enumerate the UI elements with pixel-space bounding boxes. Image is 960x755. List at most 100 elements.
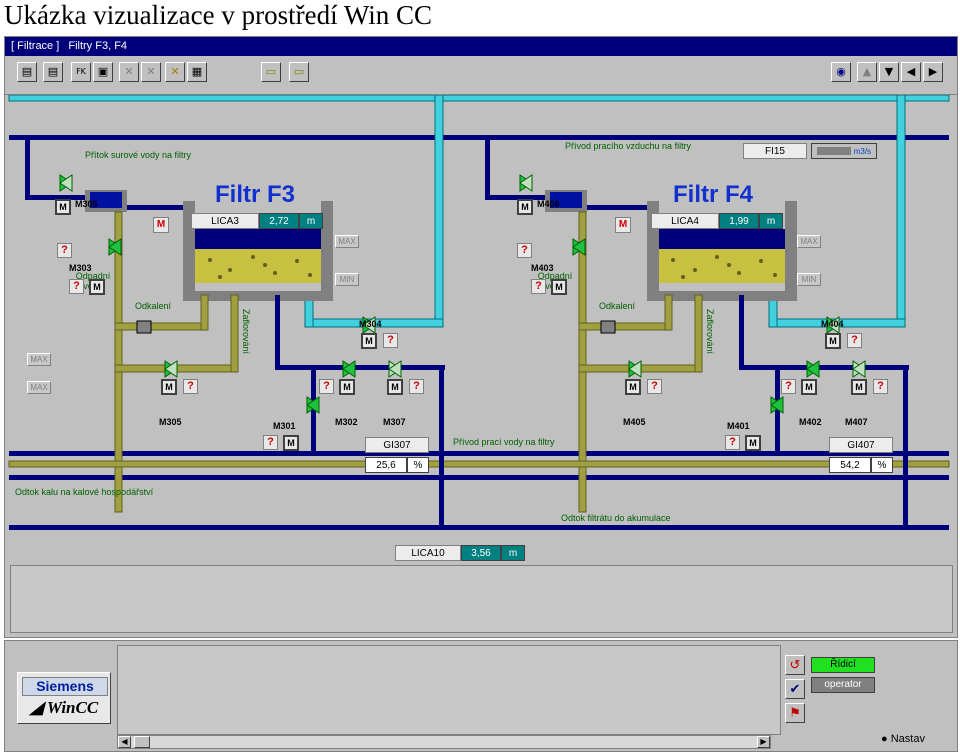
f3-motor-alarm-icon[interactable]: M (153, 217, 169, 233)
lica4-tag: LICA4 (651, 213, 719, 229)
m403-motor-icon[interactable]: M (551, 279, 567, 295)
m305-label: M305 (159, 417, 182, 427)
delete-multi-icon[interactable]: ✕ (141, 62, 161, 82)
clipboard-icon[interactable]: ▣ (93, 62, 113, 82)
report-icon[interactable]: ▤ (17, 62, 37, 82)
radio-icon: ● (881, 733, 888, 745)
m405-motor-icon[interactable]: M (625, 379, 641, 395)
report-icon[interactable]: ▤ (43, 62, 63, 82)
sludge-outflow-label: Odtok kalu na kalové hospodářství (15, 487, 154, 497)
ack-icon[interactable]: ✕ (165, 62, 185, 82)
m307-label: M307 (383, 417, 406, 427)
logout-icon[interactable]: ↺ (785, 655, 805, 675)
m406-label: M406 (537, 199, 560, 209)
m405-unknown-icon[interactable]: ? (647, 379, 662, 394)
f4-max-indicator: MAX (797, 235, 821, 248)
m301-unknown-icon[interactable]: ? (263, 435, 278, 450)
fi15-unit: m3/s (853, 147, 872, 156)
m304-motor-icon[interactable]: M (361, 333, 377, 349)
gi307-value: 25,6 (365, 457, 407, 473)
filter-f3-title: Filtr F3 (215, 181, 296, 208)
flooding-label: Zaflorování (241, 309, 251, 355)
lica3-unit: m (299, 213, 323, 229)
arrow-right-icon[interactable]: ▶ (923, 62, 943, 82)
f4-motor-alarm-icon[interactable]: M (615, 217, 631, 233)
m305-unknown-icon[interactable]: ? (183, 379, 198, 394)
m303-label: M303 (69, 263, 92, 273)
m404-label: M404 (821, 319, 844, 329)
lica10-tag: LICA10 (395, 545, 461, 561)
siemens-logo-text: Siemens (22, 677, 108, 696)
fk-icon[interactable]: FK (71, 62, 91, 82)
m403-unknown-icon[interactable]: ? (531, 279, 546, 294)
check-icon[interactable]: ✔ (785, 679, 805, 699)
m304-label: M304 (359, 319, 382, 329)
flooding-label: Zaflorování (705, 309, 715, 355)
m304-unknown-icon[interactable]: ? (383, 333, 398, 348)
f3-min-indicator: MIN (335, 273, 359, 286)
role-active-button[interactable]: Řídicí (811, 657, 875, 673)
eye-icon[interactable]: ◉ (831, 62, 851, 82)
role-user-button[interactable]: operator (811, 677, 875, 693)
m406-motor-icon[interactable]: M (517, 199, 533, 215)
gi307-unit: % (407, 457, 429, 473)
title-screen: Filtry F3, F4 (68, 40, 128, 52)
horizontal-scrollbar[interactable]: ◀ ▶ (117, 735, 771, 749)
wincc-window: [ Filtrace ] Filtry F3, F4 ▤ ▤ FK ▣ ✕ ✕ … (4, 36, 958, 638)
m306-unknown-icon[interactable]: ? (57, 243, 72, 258)
m407-unknown-icon[interactable]: ? (873, 379, 888, 394)
arrow-left-icon[interactable]: ◀ (901, 62, 921, 82)
m302-motor-icon[interactable]: M (339, 379, 355, 395)
m402-motor-icon[interactable]: M (801, 379, 817, 395)
wash-air-inflow-label: Přívod pracího vzduchu na filtry (565, 141, 692, 151)
gi407-unit: % (871, 457, 893, 473)
arrow-down-icon[interactable]: ▼ (879, 62, 899, 82)
toolbar: ▤ ▤ FK ▣ ✕ ✕ ✕ ▦ ▭ ▭ ◉ ▲ ▼ ◀ ▶ (5, 56, 957, 95)
scroll-left-icon[interactable]: ◀ (118, 736, 131, 748)
arrow-up-icon[interactable]: ▲ (857, 62, 877, 82)
lica3-value: 2,72 (259, 213, 299, 229)
m404-motor-icon[interactable]: M (825, 333, 841, 349)
open-screen-icon[interactable]: ▭ (261, 62, 281, 82)
gi307-tag: GI307 (365, 437, 429, 453)
m401-unknown-icon[interactable]: ? (725, 435, 740, 450)
m303-unknown-icon[interactable]: ? (69, 279, 84, 294)
m305-motor-icon[interactable]: M (161, 379, 177, 395)
title-menu[interactable]: [ Filtrace ] (11, 40, 60, 52)
m407-label: M407 (845, 417, 868, 427)
fi15-bar (816, 147, 851, 156)
m402-label: M402 (799, 417, 822, 427)
m406-unknown-icon[interactable]: ? (517, 243, 532, 258)
lica3-tag: LICA3 (191, 213, 259, 229)
m307-unknown-icon[interactable]: ? (409, 379, 424, 394)
scroll-thumb[interactable] (134, 736, 150, 748)
m303-motor-icon[interactable]: M (89, 279, 105, 295)
alarm-list-icon[interactable]: ⚑ (785, 703, 805, 723)
m402-unknown-icon[interactable]: ? (781, 379, 796, 394)
scroll-right-icon[interactable]: ▶ (757, 736, 770, 748)
m404-unknown-icon[interactable]: ? (847, 333, 862, 348)
f4-min-indicator: MIN (797, 273, 821, 286)
open-screen-icon[interactable]: ▭ (289, 62, 309, 82)
m307-motor-icon[interactable]: M (387, 379, 403, 395)
m306-motor-icon[interactable]: M (55, 199, 71, 215)
fi15-tag: FI15 (743, 143, 807, 159)
m403-label: M403 (531, 263, 554, 273)
m401-motor-icon[interactable]: M (745, 435, 761, 451)
wash-water-inflow-label: Přívod prací vody na filtry (453, 437, 555, 447)
valve-group (59, 174, 866, 414)
m405-label: M405 (623, 417, 646, 427)
screen-icon[interactable]: ▦ (187, 62, 207, 82)
delete-icon[interactable]: ✕ (119, 62, 139, 82)
m302-unknown-icon[interactable]: ? (319, 379, 334, 394)
wincc-logo-text: ◢ WinCC (22, 698, 106, 718)
gi407-value: 54,2 (829, 457, 871, 473)
m407-motor-icon[interactable]: M (851, 379, 867, 395)
nastav-button[interactable]: ● Nastav (881, 733, 925, 745)
m301-motor-icon[interactable]: M (283, 435, 299, 451)
siemens-wincc-logo: Siemens ◢ WinCC (17, 672, 111, 724)
lica10-unit: m (501, 545, 525, 561)
wincc-label: WinCC (46, 698, 99, 717)
m301-label: M301 (273, 421, 296, 431)
fi15-value: m3/s (811, 143, 877, 159)
